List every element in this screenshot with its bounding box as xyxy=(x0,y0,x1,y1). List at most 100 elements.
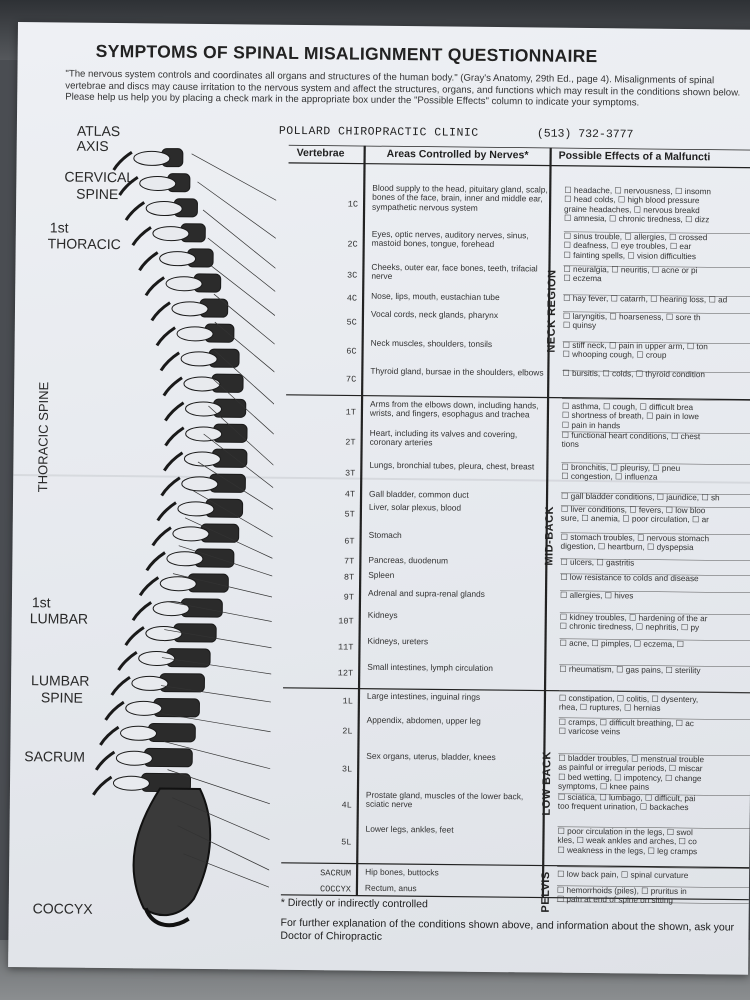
row-divider xyxy=(561,462,750,465)
vertebra-label: 3L xyxy=(341,764,353,775)
spinous-process xyxy=(131,601,153,622)
possible-effects[interactable]: ☐ functional heart conditions, ☐ chest t… xyxy=(561,430,701,450)
possible-effects[interactable]: ☐ constipation, ☐ colitis, ☐ dysentery, … xyxy=(558,693,699,714)
spinous-process xyxy=(94,750,116,771)
row-divider xyxy=(562,370,750,374)
row-divider xyxy=(557,793,750,796)
nerve-connector-lines xyxy=(161,153,277,893)
row-divider xyxy=(563,231,750,235)
connector-line xyxy=(164,629,277,651)
vertebra-process xyxy=(185,401,223,417)
region-pelvis: PELVIS xyxy=(539,871,553,913)
possible-effects[interactable]: ☐ poor circulation in the legs, ☐ swol k… xyxy=(557,826,698,856)
spinous-process xyxy=(112,150,133,171)
spinous-process xyxy=(159,351,180,372)
connector-line xyxy=(214,321,277,383)
spinous-process xyxy=(117,651,138,671)
vertebra-label: 4T xyxy=(344,489,356,500)
vertebra-label: 5C xyxy=(346,317,357,328)
vertebra-process xyxy=(176,326,214,342)
connector-line xyxy=(211,377,277,446)
vertebra-label: 10T xyxy=(338,616,354,627)
vertebra-process xyxy=(181,476,219,492)
header-effects: Possible Effects of a Malfuncti xyxy=(558,149,711,164)
possible-effects[interactable]: ☐ liver conditions, ☐ fevers, ☐ low bloo… xyxy=(560,504,709,525)
possible-effects[interactable]: ☐ hemorrhoids (piles), ☐ pruritus in ☐ p… xyxy=(556,885,687,906)
spinous-process xyxy=(144,276,165,297)
connector-line xyxy=(161,685,277,705)
area-controlled: Hip bones, buttocks xyxy=(365,866,439,878)
area-controlled: Pancreas, duodenum xyxy=(368,554,449,566)
sacrum-bone xyxy=(132,787,212,917)
spinous-process xyxy=(92,775,113,796)
vertebra-process xyxy=(152,226,190,242)
possible-effects[interactable]: ☐ neuralgia, ☐ neuritis, ☐ acne or pi ☐ … xyxy=(563,264,698,284)
vertebra-process xyxy=(183,376,221,392)
connector-line xyxy=(202,209,277,279)
spinous-process xyxy=(162,376,183,397)
row-divider xyxy=(560,573,750,576)
connector-line xyxy=(172,797,277,846)
row-divider xyxy=(560,590,750,593)
possible-effects[interactable]: ☐ kidney troubles, ☐ hardening of the ar… xyxy=(559,612,708,633)
vertebra-process xyxy=(145,201,183,217)
vertebra-process xyxy=(138,650,176,666)
spinous-process xyxy=(118,176,139,196)
row-divider xyxy=(560,558,750,561)
connector-line xyxy=(207,237,277,302)
row-divider xyxy=(558,753,750,756)
vertebra-process xyxy=(131,675,169,691)
area-controlled: Neck muscles, shoulders, tonsils xyxy=(370,337,493,349)
spinous-process xyxy=(156,501,177,522)
area-controlled: Kidneys xyxy=(367,609,398,621)
row-divider xyxy=(557,826,750,829)
spine-illustration xyxy=(92,148,248,928)
row-divider xyxy=(559,664,750,667)
possible-effects[interactable]: ☐ stiff neck, ☐ pain in upper arm, ☐ ton… xyxy=(562,340,708,361)
area-controlled: Sex organs, uterus, bladder, knees xyxy=(366,750,496,763)
region-mid-back: MID-BACK xyxy=(543,505,556,566)
spinous-process xyxy=(164,426,185,447)
table-grid xyxy=(280,144,750,904)
spinous-process xyxy=(150,301,171,322)
possible-effects[interactable]: ☐ sinus trouble, ☐ allergies, ☐ crossed … xyxy=(563,231,708,261)
possible-effects[interactable]: ☐ headache, ☐ nervousness, ☐ insomn ☐ he… xyxy=(563,185,712,225)
possible-effects[interactable]: ☐ cramps, ☐ difficult breathing, ☐ ac ☐ … xyxy=(558,717,694,737)
vertebra-label: 2L xyxy=(342,726,353,737)
clinic-phone: (513) 732-3777 xyxy=(536,127,634,142)
spinous-process xyxy=(99,725,120,746)
row-divider xyxy=(558,717,750,720)
vertebra-process xyxy=(177,501,215,517)
connector-line xyxy=(163,741,277,773)
vertebra-label: 12T xyxy=(337,668,354,679)
vertebra-label: 5T xyxy=(344,509,355,520)
area-controlled: Cheeks, outer ear, face bones, teeth, tr… xyxy=(371,261,538,282)
area-controlled: Small intestines, lymph circulation xyxy=(367,661,494,674)
vertebra-label: 9T xyxy=(343,592,355,603)
possible-effects[interactable]: ☐ bladder troubles, ☐ menstrual trouble … xyxy=(557,753,705,792)
connector-line xyxy=(161,713,277,735)
possible-effects[interactable]: ☐ laryngitis, ☐ hoarseness, ☐ sore th ☐ … xyxy=(562,311,701,331)
area-controlled: Large intestines, inguinal rings xyxy=(366,690,481,702)
spinous-process xyxy=(164,401,185,422)
vertebra-process xyxy=(145,626,183,642)
row-divider xyxy=(563,294,750,298)
vertebra-process xyxy=(133,150,171,166)
area-controlled: Nose, lips, mouth, eustachian tube xyxy=(371,290,500,303)
possible-effects[interactable]: ☐ asthma, ☐ cough, ☐ difficult brea ☐ sh… xyxy=(561,401,700,430)
spinous-process xyxy=(163,451,184,472)
spinous-process xyxy=(151,526,172,547)
possible-effects[interactable]: ☐ stomach troubles, ☐ nervous stomach di… xyxy=(560,532,710,553)
area-controlled: Eyes, optic nerves, auditory nerves, sin… xyxy=(371,228,529,250)
spinous-process xyxy=(145,551,166,572)
row-divider xyxy=(562,341,750,345)
possible-effects[interactable]: ☐ sciatica, ☐ lumbago, ☐ difficult, pai … xyxy=(557,792,696,813)
vertebra-label: 7T xyxy=(343,556,355,567)
vertebra-label: 8T xyxy=(343,572,355,583)
vertebra-process xyxy=(115,750,153,766)
possible-effects[interactable]: ☐ bronchitis, ☐ pleurisy, ☐ pneu ☐ conge… xyxy=(561,462,681,483)
row-divider xyxy=(560,505,750,508)
header-vertebrae: Vertebrae xyxy=(296,146,345,160)
connector-line xyxy=(167,769,277,809)
area-controlled: Liver, solar plexus, blood xyxy=(368,501,462,513)
